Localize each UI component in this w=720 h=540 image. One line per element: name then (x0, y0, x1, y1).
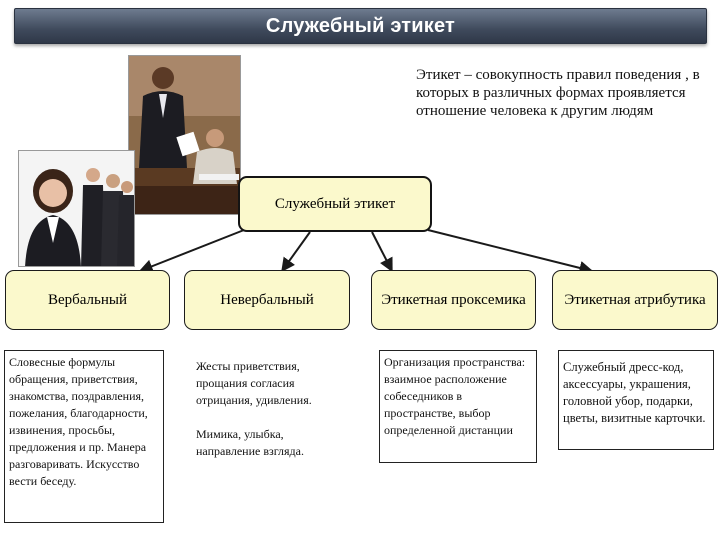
category-node-nonverbal: Невербальный (184, 270, 350, 330)
description-text: Словесные формулы обращения, приветствия… (9, 355, 148, 488)
category-label: Невербальный (220, 292, 314, 308)
category-node-proxemics: Этикетная проксемика (371, 270, 536, 330)
root-node-label: Служебный этикет (274, 195, 396, 212)
arrow-verbal (138, 229, 245, 273)
page-title: Служебный этикет (265, 14, 456, 37)
description-nonverbal: Жесты приветствия, прощания согласия отр… (193, 350, 343, 468)
arrow-proxemics (371, 231, 393, 273)
category-node-attributes: Этикетная атрибутика (552, 270, 718, 330)
description-text: Организация пространства: взаимное распо… (384, 355, 526, 437)
description-proxemics: Организация пространства: взаимное распо… (379, 350, 537, 463)
description-attributes: Служебный дресс-код, аксессуары, украшен… (558, 350, 714, 450)
description-text: Жесты приветствия, прощания согласия отр… (196, 359, 312, 407)
category-label: Вербальный (47, 292, 128, 308)
arrow-attributes (427, 229, 594, 275)
business-team-photo (18, 150, 135, 267)
category-node-verbal: Вербальный (5, 270, 170, 330)
description-text: Служебный дресс-код, аксессуары, украшен… (563, 360, 706, 425)
description-text-secondary: Мимика, улыбка, направление взгляда. (196, 427, 304, 458)
title-bar: Служебный этикет (14, 8, 707, 44)
etiquette-definition: Этикет – совокупность правил поведения ,… (416, 67, 700, 119)
description-verbal: Словесные формулы обращения, приветствия… (4, 350, 164, 523)
root-node-service-etiquette: Служебный этикет (238, 176, 432, 232)
category-label: Этикетная проксемика (381, 292, 526, 308)
arrow-nonverbal (281, 231, 311, 273)
category-label: Этикетная атрибутика (564, 292, 706, 308)
office-meeting-photo (128, 55, 241, 215)
